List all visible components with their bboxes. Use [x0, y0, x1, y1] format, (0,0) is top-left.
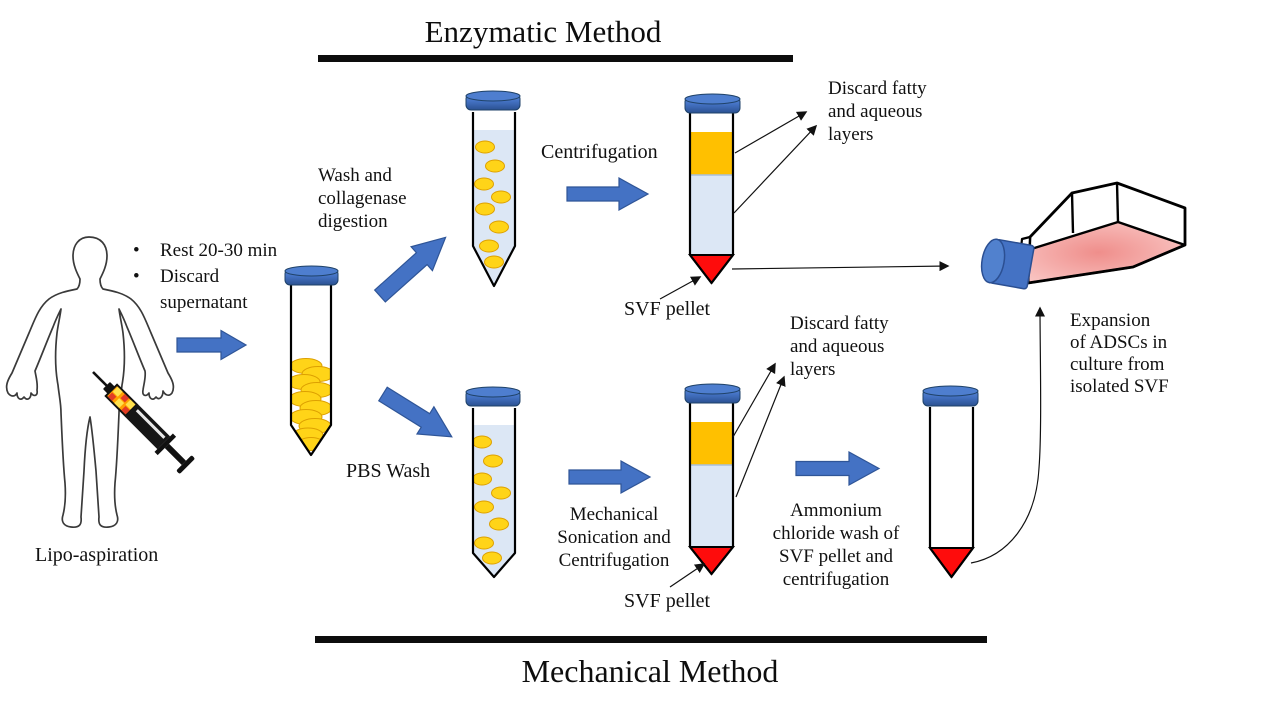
bullet-icon: •: [133, 240, 140, 261]
svf-pellet-shape: [687, 546, 736, 576]
note-rest: • Rest 20-30 min: [133, 238, 291, 264]
note-discard-supernatant: • Discard supernatant: [133, 264, 291, 316]
syringe-icon: [92, 371, 195, 474]
arrow-centrifugation-icon: [566, 176, 650, 212]
enzymatic-method-title: Enzymatic Method: [424, 14, 662, 49]
ammonium-wash-label: Ammonium chloride wash of SVF pellet and…: [772, 500, 900, 590]
tube-mechanical-layers-icon: [684, 383, 741, 576]
tube-cap-icon: [922, 385, 979, 407]
mechanical-title-overline: [315, 636, 987, 643]
tube-lipoaspirate-icon: [284, 265, 339, 457]
arrow-sonication-icon: [568, 459, 652, 495]
svf-pellet-shape: [687, 254, 736, 285]
bullet-icon: •: [133, 266, 140, 287]
aqueous-layer: [691, 175, 732, 255]
tube-cap-icon: [684, 93, 741, 114]
pbs-wash-label: PBS Wash: [346, 460, 431, 482]
tube-cap-icon: [684, 383, 741, 404]
arrow-to-enzymatic-icon: [373, 236, 447, 303]
fatty-layer: [691, 422, 732, 465]
expansion-adscs-label: Expansion of ADSCs in culture from isola…: [1070, 310, 1169, 397]
human-body-outline: [5, 236, 175, 529]
wash-collagenase-label: Wash and collagenase digestion: [318, 165, 407, 232]
mech-sonication-label: Mechanical Sonication and Centrifugation: [557, 504, 671, 571]
tube-final-svf-icon: [922, 385, 979, 579]
flask-cap-icon: [980, 238, 1035, 290]
enzymatic-title-underline: [318, 55, 793, 62]
tube-cap-icon: [465, 90, 521, 111]
svf-pellet-enzymatic-label: SVF pellet: [624, 298, 711, 320]
fat-droplets: [474, 140, 511, 269]
discard-layers-mechanical-label: Discard fatty and aqueous layers: [790, 313, 889, 380]
arrow-to-mechanical-icon: [377, 386, 453, 438]
svf-pellet-mechanical-label: SVF pellet: [624, 590, 711, 612]
tube-enzymatic-digestion-icon: [465, 90, 521, 288]
tube-enzymatic-layers-icon: [684, 93, 741, 285]
aqueous-layer: [691, 465, 732, 547]
tube-cap-icon: [465, 386, 521, 407]
tube-cap-icon: [284, 265, 339, 286]
culture-flask-icon: [980, 181, 1187, 290]
rest-discard-notes: • Rest 20-30 min • Discard supernatant: [133, 238, 291, 316]
lipo-aspiration-label: Lipo-aspiration: [35, 544, 159, 566]
tube-pbs-wash-icon: [465, 386, 521, 579]
fatty-layer: [691, 132, 732, 175]
arrow-body-to-tube-icon: [176, 329, 248, 361]
human-figure-icon: [5, 236, 195, 529]
arrow-ammonium-wash-icon: [795, 450, 881, 487]
mechanical-method-title: Mechanical Method: [521, 653, 779, 689]
discard-layers-enzymatic-label: Discard fatty and aqueous layers: [828, 78, 927, 145]
fat-droplets: [473, 435, 511, 565]
svf-pellet-shape: [928, 547, 975, 579]
centrifugation-label: Centrifugation: [541, 141, 658, 163]
